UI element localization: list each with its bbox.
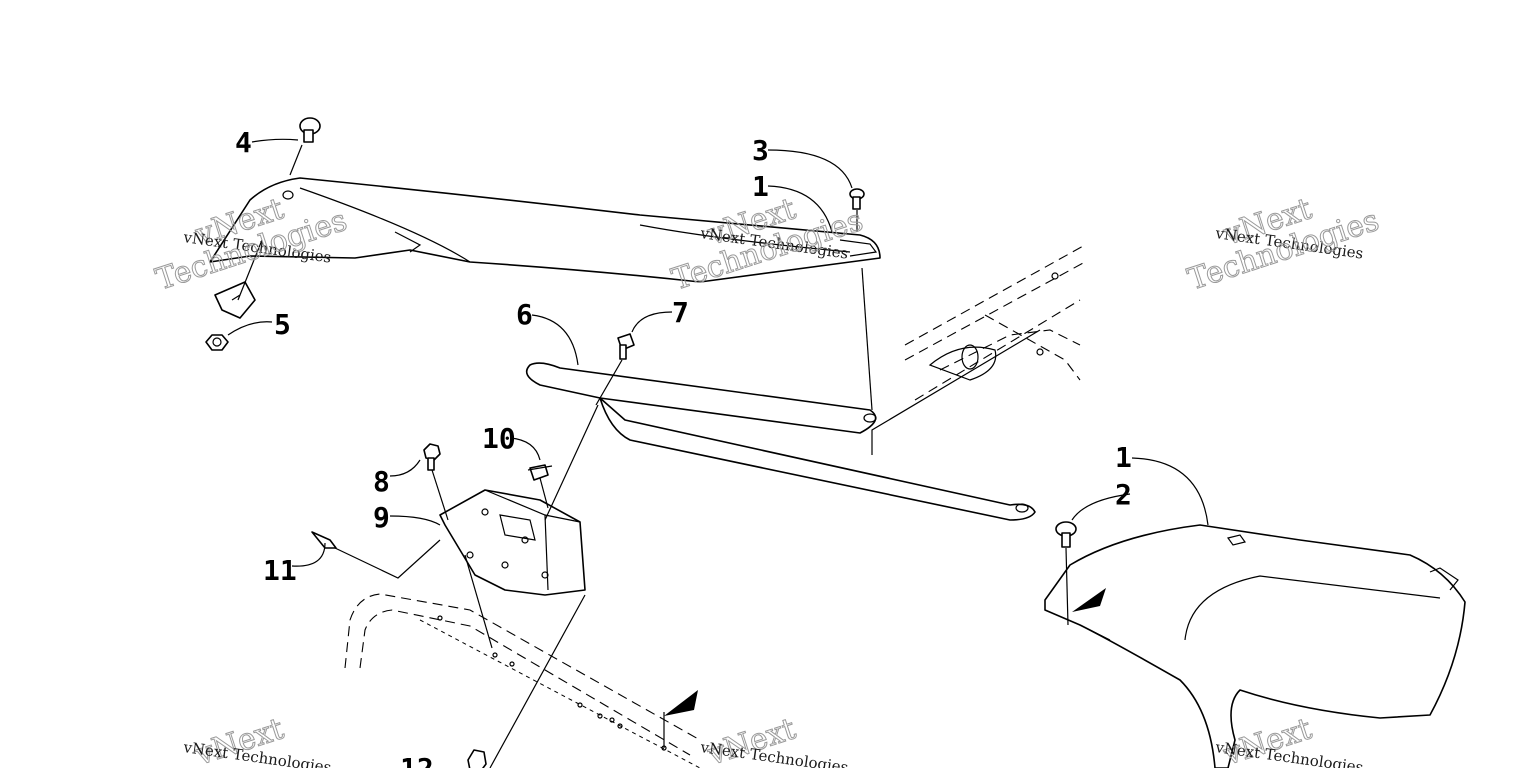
direction-arrow <box>1072 588 1106 612</box>
nut-5-part <box>205 334 229 351</box>
callout-3: 3 <box>752 134 769 167</box>
direction-arrow <box>664 690 698 716</box>
callout-6: 6 <box>516 298 533 331</box>
watermark-bottom-right: vNext vNext Technologies <box>1213 711 1364 768</box>
watermark-top-right: vNext vNext Technologies Technologies <box>1183 191 1384 298</box>
mount-bracket-part <box>439 489 586 596</box>
callout-8: 8 <box>373 465 390 498</box>
callout-7: 7 <box>672 296 689 329</box>
watermark-bottom-center: vNext vNext Technologies <box>698 711 849 768</box>
rivet-11-part <box>311 531 337 549</box>
support-bar-part <box>525 362 1036 521</box>
callout-labels: 1 1 2 3 4 5 6 7 8 9 10 11 12 <box>235 126 1132 768</box>
panel-frame <box>344 593 701 768</box>
side-shield-part <box>1044 524 1466 768</box>
screw-4-part <box>299 117 321 143</box>
callout-12: 12 <box>400 752 434 768</box>
callout-1-right: 1 <box>1115 441 1132 474</box>
screw-2-part <box>1055 521 1077 548</box>
clip-10-part <box>527 464 553 481</box>
bracket-part <box>214 281 256 319</box>
callout-10: 10 <box>482 422 516 455</box>
leader-lines <box>227 138 1209 768</box>
callout-11: 11 <box>263 554 297 587</box>
callout-9: 9 <box>373 501 390 534</box>
callout-1: 1 <box>752 170 769 203</box>
callout-5: 5 <box>274 308 291 341</box>
upper-shield-part <box>209 177 881 283</box>
screw-8-part <box>423 443 441 471</box>
callout-4: 4 <box>235 126 252 159</box>
callout-2: 2 <box>1115 478 1132 511</box>
frame-structure <box>904 244 1086 401</box>
nut-12-part <box>467 749 487 768</box>
watermark-bottom-left: vNext vNext Technologies <box>181 711 332 768</box>
screw-3-part <box>849 188 865 210</box>
bolt-7-part <box>617 333 635 360</box>
